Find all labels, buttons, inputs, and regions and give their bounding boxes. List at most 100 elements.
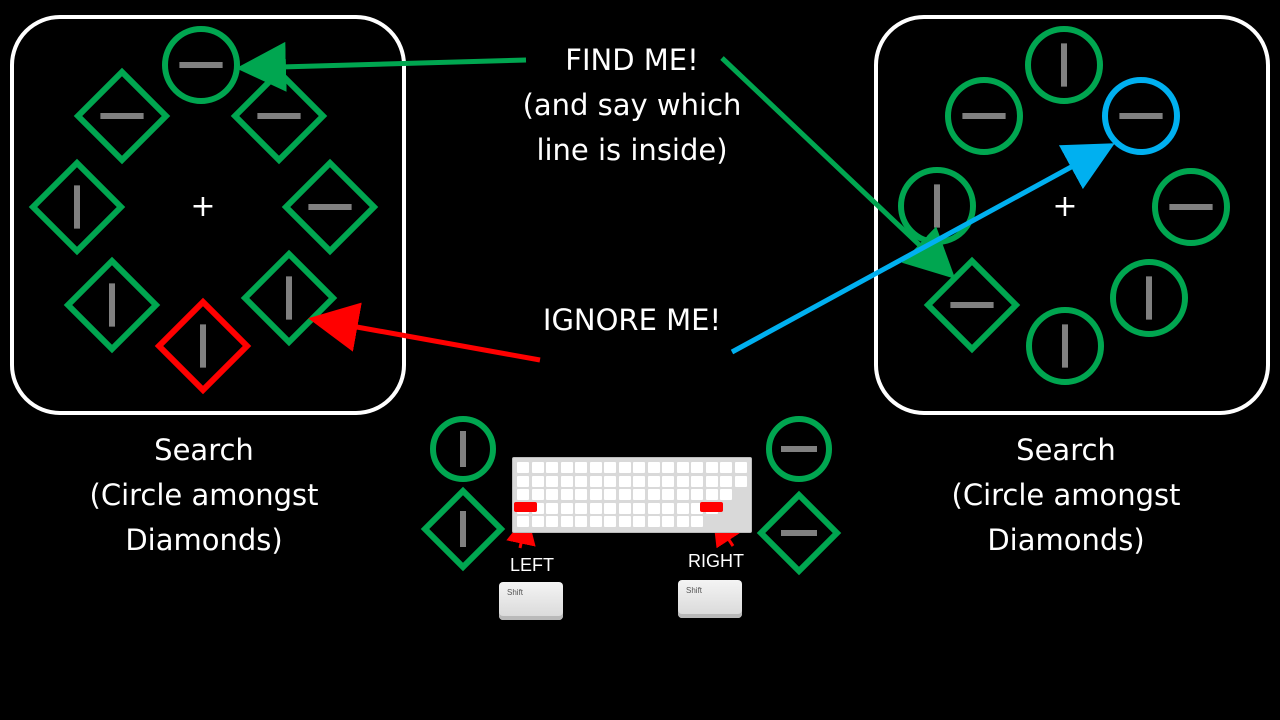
find-me-subtitle-2: line is inside) bbox=[536, 133, 728, 167]
diamond-shape bbox=[230, 67, 328, 165]
circle-shape bbox=[945, 77, 1023, 155]
keyboard-key bbox=[517, 462, 529, 473]
keyboard-key bbox=[633, 489, 645, 500]
right-key-label: RIGHT bbox=[688, 551, 744, 571]
left-item-diamond bbox=[281, 158, 379, 256]
keyboard-key bbox=[531, 475, 544, 487]
keyboard-key bbox=[676, 475, 689, 487]
ignore-me-label: IGNORE ME! bbox=[542, 303, 722, 337]
keyboard-key bbox=[546, 516, 558, 527]
keyboard-key bbox=[546, 475, 558, 487]
right-caption-title: Search bbox=[1016, 433, 1116, 467]
keyboard-key bbox=[691, 489, 703, 500]
keyboard-key bbox=[676, 462, 689, 473]
diamond-shape bbox=[281, 158, 379, 256]
keyboard-key bbox=[720, 475, 732, 487]
left-item-diamond bbox=[230, 67, 328, 165]
diamond-shape bbox=[63, 256, 161, 354]
keyboard-key bbox=[633, 502, 645, 514]
left-display-caption: Search (Circle amongst Diamonds) bbox=[54, 428, 354, 563]
keyboard-key bbox=[531, 516, 544, 527]
keyboard-key bbox=[691, 475, 703, 487]
right-shift-key: Shift bbox=[678, 580, 742, 618]
keyboard-key bbox=[575, 489, 587, 500]
right-item-circle bbox=[898, 167, 976, 245]
keyboard-key bbox=[560, 516, 573, 527]
keyboard-key bbox=[560, 462, 573, 473]
keyboard-key bbox=[647, 516, 660, 527]
circle-shape bbox=[1102, 77, 1180, 155]
ignore-me-arrow bbox=[308, 302, 541, 363]
left-caption-line-1: (Circle amongst bbox=[89, 478, 319, 512]
keyboard-key bbox=[517, 489, 529, 500]
diamond-shape bbox=[420, 486, 506, 572]
keyboard-image bbox=[512, 457, 752, 533]
keyboard-key bbox=[589, 475, 602, 487]
keyboard-key bbox=[560, 489, 573, 500]
diamond-shape bbox=[28, 158, 126, 256]
right-display-caption: Search (Circle amongst Diamonds) bbox=[916, 428, 1216, 563]
right-caption-line-2: Diamonds) bbox=[987, 523, 1145, 557]
keyboard-key bbox=[589, 502, 602, 514]
keyboard-key bbox=[720, 489, 732, 500]
keyboard-key bbox=[589, 516, 602, 527]
circle-shape bbox=[430, 416, 496, 482]
keyboard-key bbox=[604, 475, 616, 487]
keyboard-key bbox=[662, 462, 674, 473]
circle-shape bbox=[1025, 26, 1103, 104]
right-item-circle bbox=[1110, 259, 1188, 337]
keyboard-key bbox=[575, 462, 587, 473]
find-me-subtitle-1: (and say which bbox=[522, 88, 742, 122]
keyboard-key bbox=[589, 489, 602, 500]
left-caption-line-2: Diamonds) bbox=[125, 523, 283, 557]
keyboard-key bbox=[575, 516, 587, 527]
left-item-diamond bbox=[154, 297, 252, 395]
keyboard-key bbox=[618, 475, 631, 487]
circle-shape bbox=[1026, 307, 1104, 385]
keyboard-key bbox=[705, 475, 718, 487]
diamond-shape bbox=[756, 490, 842, 576]
keyboard-key bbox=[720, 462, 732, 473]
find-me-title: FIND ME! bbox=[565, 43, 699, 77]
right-item-circle bbox=[1102, 77, 1180, 155]
keyboard-key bbox=[647, 502, 660, 514]
keyboard-key bbox=[531, 462, 544, 473]
keyboard-key bbox=[531, 502, 544, 514]
diamond-shape bbox=[240, 249, 338, 347]
keyboard-key bbox=[604, 502, 616, 514]
keyboard-key bbox=[662, 489, 674, 500]
keyboard-key bbox=[589, 462, 602, 473]
keyboard-key bbox=[647, 475, 660, 487]
keyboard-key bbox=[647, 489, 660, 500]
keyboard-key bbox=[604, 462, 616, 473]
keyboard-key bbox=[633, 462, 645, 473]
keyboard-key bbox=[676, 489, 689, 500]
left-shift-key-text: Shift bbox=[507, 588, 524, 597]
find-me-label: FIND ME! (and say which line is inside) bbox=[500, 38, 764, 173]
fixation-cross-right: + bbox=[1052, 189, 1077, 224]
right-shift-highlight bbox=[700, 502, 723, 512]
fixation-cross-left: + bbox=[190, 189, 215, 224]
left-item-circle bbox=[162, 26, 240, 104]
keyboard-key bbox=[546, 489, 558, 500]
keyboard-key bbox=[618, 502, 631, 514]
right-item-circle bbox=[945, 77, 1023, 155]
keyboard-key bbox=[662, 475, 674, 487]
keyboard-key bbox=[546, 462, 558, 473]
right-response-diamond bbox=[756, 490, 842, 576]
highlight-arrow bbox=[730, 143, 1115, 355]
circle-shape bbox=[766, 416, 832, 482]
keyboard-key bbox=[691, 502, 703, 514]
keyboard-key bbox=[517, 475, 529, 487]
keyboard-key bbox=[676, 516, 689, 527]
keyboard-key bbox=[633, 475, 645, 487]
keyboard-key bbox=[691, 462, 703, 473]
keyboard-key bbox=[618, 462, 631, 473]
circle-shape bbox=[1110, 259, 1188, 337]
right-item-circle bbox=[1025, 26, 1103, 104]
left-key-label: LEFT bbox=[509, 555, 554, 575]
left-item-diamond bbox=[240, 249, 338, 347]
right-display-frame bbox=[874, 15, 1270, 415]
right-item-circle bbox=[1026, 307, 1104, 385]
